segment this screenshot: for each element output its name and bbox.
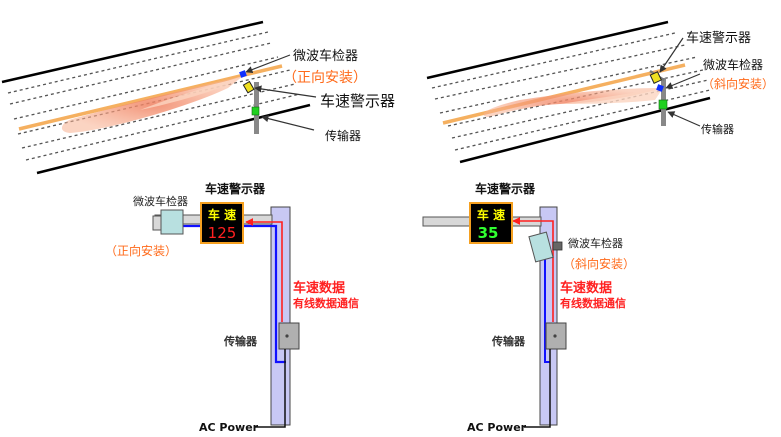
sign-pointer [254,85,317,98]
top-right-scene: 车速警示器 微波车检器 （斜向安装） 传输器 [426,20,774,164]
display-speed: 35 [478,224,499,242]
warning-sign-label: 车速警示器 [686,30,751,46]
warning-sign-label: 车速警示器 [205,181,266,196]
transmitter-knob [553,334,557,338]
radar-beam-glow [140,76,243,110]
power-label: AC Power [199,421,259,434]
sign-pointer [659,37,684,73]
signal-wire [512,217,554,322]
transmitter-knob [285,334,289,338]
display-speed: 125 [208,224,237,242]
detector-body [160,209,184,235]
power-label: AC Power [467,421,527,434]
speed-data-label: 车速数据 [293,280,345,296]
orange-reference-line [18,64,283,131]
radar-beam-glow [560,88,663,104]
detector-label: 微波车检器 [133,194,188,208]
display-title: 车 速 [208,207,236,222]
detector-mount [552,241,563,251]
warning-sign-icon [649,71,662,84]
detector-icon [239,70,247,78]
transmitter-label: 传输器 [325,128,361,143]
transmitter-label: 传输器 [223,334,258,348]
speed-data-label: 车速数据 [560,280,612,296]
speed-display [469,202,513,244]
transmitter-icon [251,106,260,116]
install-mode-label: （斜向安装） [702,76,774,91]
transmitter-pointer [261,115,315,131]
warning-sign-icon [242,80,255,94]
bottom-right-diagram: 车 速 35 车速警示器 微波车检器 （斜向安装） 车速数据 有线数据通信 传输… [422,181,635,434]
bottom-left-diagram: 车 速 125 车速警示器 微波车检器 （正向安装） 车速数据 有线数据通信 传… [105,181,359,434]
warning-sign-label: 车速警示器 [475,181,536,196]
warning-sign-label: 车速警示器 [320,92,395,110]
transmitter-box [278,322,300,350]
power-cable [254,349,286,428]
signal-wire [245,218,283,322]
detector-icon [656,84,664,92]
detector-pointer [665,73,701,89]
transmitter-pointer [667,111,701,127]
transmitter-label: 传输器 [701,122,734,136]
install-mode-label: （斜向安装） [563,256,635,271]
transmitter-label: 传输器 [491,334,526,348]
pole [270,206,291,426]
install-mode-label: （正向安装） [105,243,177,258]
road-edge-bottom [459,96,711,164]
speed-display [200,202,244,244]
data-wire [544,258,550,363]
detector-body [528,231,554,263]
road-edge-top [1,20,264,84]
wired-comm-label: 有线数据通信 [293,296,359,310]
detector-label: 微波车检器 [703,57,763,72]
install-mode-label: （正向安装） [283,70,367,86]
transmitter-icon [658,99,668,110]
power-cable [524,349,551,428]
wired-comm-label: 有线数据通信 [560,296,626,310]
top-left-scene: 微波车检器 （正向安装） 车速警示器 传输器 [1,20,395,175]
detector-label: 微波车检器 [293,48,358,64]
detector-pointer [245,54,291,74]
road-edge-top [426,20,669,80]
display-title: 车 速 [477,207,505,222]
detector-label: 微波车检器 [568,236,623,250]
